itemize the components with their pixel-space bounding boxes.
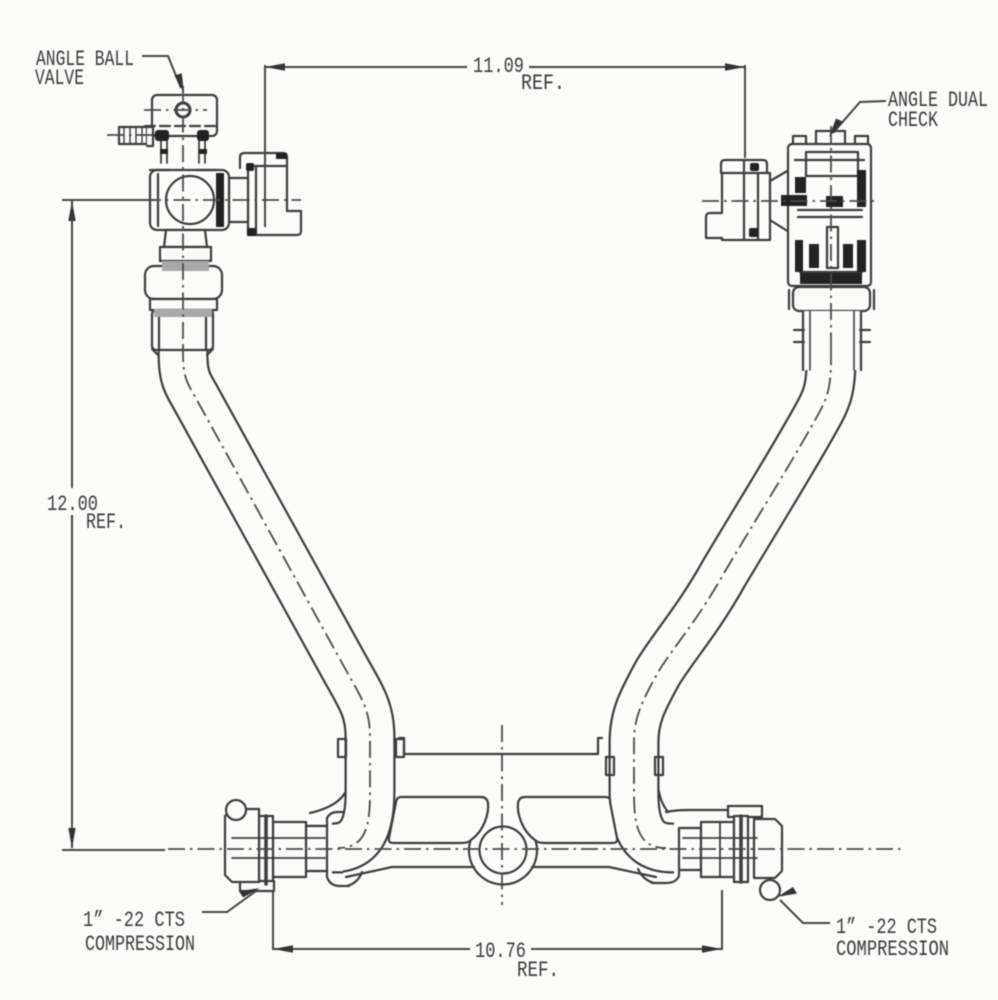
svg-text:ANGLE BALL: ANGLE BALL (36, 47, 134, 72)
svg-text:COMPRESSION: COMPRESSION (836, 937, 949, 962)
svg-text:ANGLE DUAL: ANGLE DUAL (888, 88, 988, 113)
svg-text:REF.: REF. (86, 510, 126, 535)
svg-text:CHECK: CHECK (888, 108, 939, 133)
svg-text:COMPRESSION: COMPRESSION (85, 932, 195, 957)
svg-text:REF.: REF. (517, 958, 559, 983)
svg-text:1” -22 CTS: 1” -22 CTS (836, 915, 937, 940)
svg-text:11.09: 11.09 (473, 54, 524, 79)
svg-text:REF.: REF. (521, 71, 565, 96)
svg-text:12.00: 12.00 (47, 492, 98, 517)
svg-text:10.76: 10.76 (475, 939, 526, 964)
svg-text:1” -22 CTS: 1” -22 CTS (83, 908, 185, 933)
svg-text:VALVE: VALVE (35, 66, 84, 91)
